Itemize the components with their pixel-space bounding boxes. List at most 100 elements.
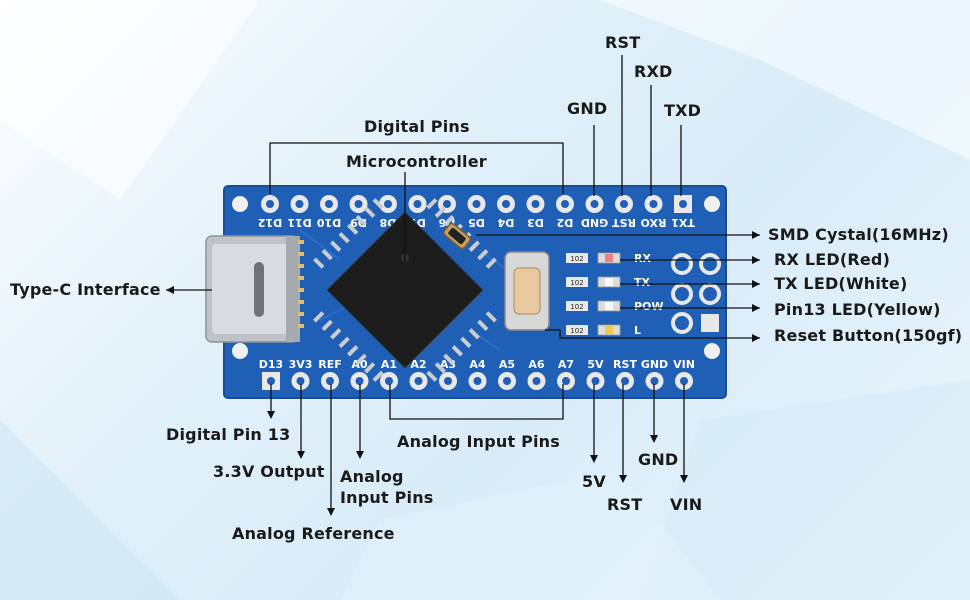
label-pin13-led: Pin13 LED(Yellow)	[774, 300, 941, 319]
bottom-header-pins	[262, 372, 693, 390]
bottom-pin-pad	[586, 372, 605, 390]
label-bottom-vin: VIN	[670, 495, 703, 514]
top-pin-pad	[644, 195, 663, 213]
bottom-pin-pad	[468, 372, 487, 390]
top-pin-label: D11	[287, 216, 311, 229]
label-smd-crystal: SMD Cystal(16MHz)	[768, 225, 949, 244]
bottom-pin-label: A6	[528, 358, 545, 371]
top-pin-pad	[290, 195, 309, 213]
bottom-pin-label: REF	[318, 358, 342, 371]
bottom-pin-label: RST	[613, 358, 637, 371]
label-digital-pins: Digital Pins	[364, 117, 470, 136]
microcontroller-chip	[313, 198, 497, 382]
bottom-pin-label: A1	[381, 358, 397, 371]
top-pin-label: RXO	[641, 216, 667, 229]
label-reset-button: Reset Button(150gf)	[774, 326, 963, 345]
bottom-pin-pad	[350, 372, 369, 390]
label-bottom-gnd: GND	[638, 450, 679, 469]
bottom-pin-pad	[321, 372, 339, 390]
top-pin-pad	[497, 195, 515, 213]
bottom-pin-pad	[262, 372, 280, 390]
icsp-header	[671, 253, 721, 334]
top-pin-label: D4	[497, 216, 514, 229]
top-pin-label: D5	[468, 216, 485, 229]
bottom-pin-pad	[557, 372, 575, 390]
top-pin-label: RST	[612, 216, 636, 229]
label-bottom-rst: RST	[607, 495, 643, 514]
led-rx: 102 RX	[566, 252, 651, 265]
label-top-rst: RST	[605, 33, 641, 52]
label-analog-input-pins-left: Analog Input Pins	[340, 467, 434, 507]
bottom-pin-label: A2	[410, 358, 426, 371]
bottom-pin-label: GND	[641, 358, 668, 371]
label-3v3-output: 3.3V Output	[213, 462, 325, 481]
bottom-pin-pad	[498, 372, 516, 390]
top-pin-pad	[556, 195, 574, 213]
top-pin-pad	[674, 195, 692, 213]
top-pin-pad	[261, 195, 279, 213]
label-microcontroller: Microcontroller	[346, 152, 487, 171]
top-pin-pad	[320, 195, 338, 213]
bottom-pin-label: A0	[351, 358, 368, 371]
smd-crystal	[443, 222, 471, 250]
bottom-pin-pad	[380, 372, 398, 390]
label-analog-input-pins-mid: Analog Input Pins	[397, 432, 561, 451]
top-pin-pad	[408, 195, 427, 213]
top-pin-pad	[467, 195, 486, 213]
led-label: TX	[634, 276, 651, 289]
label-analog-reference: Analog Reference	[232, 524, 395, 543]
bottom-pin-label: VIN	[673, 358, 695, 371]
label-rx-led: RX LED(Red)	[774, 250, 891, 269]
label-digital-pin-13: Digital Pin 13	[166, 425, 291, 444]
bottom-pin-label: D13	[259, 358, 283, 371]
led-code: 102	[570, 255, 583, 263]
label-top-txd: TXD	[664, 101, 702, 120]
top-header-pins	[261, 195, 692, 213]
led-code: 102	[570, 279, 583, 287]
led-label: RX	[634, 252, 651, 265]
label-bottom-5v: 5V	[582, 472, 606, 491]
top-pin-label: GND	[581, 216, 608, 229]
led-label: POW	[634, 300, 664, 313]
top-pin-label: TX1	[671, 216, 695, 229]
top-pin-pad	[349, 195, 368, 213]
led-l: 102 L	[566, 324, 641, 337]
top-pin-pad	[585, 195, 604, 213]
top-pin-pad	[526, 195, 545, 213]
led-code: 102	[570, 303, 583, 311]
callout-lines	[166, 55, 760, 513]
top-pin-label: D12	[258, 216, 282, 229]
usb-type-c-connector	[205, 235, 304, 343]
label-top-rxd: RXD	[634, 62, 673, 81]
top-pin-label: D3	[527, 216, 544, 229]
bottom-pin-pad	[616, 372, 634, 390]
top-pin-label: D2	[557, 216, 574, 229]
top-pin-label: D9	[350, 216, 367, 229]
bottom-pin-label: 3V3	[289, 358, 313, 371]
label-top-gnd: GND	[567, 99, 608, 118]
bottom-pin-label: A5	[499, 358, 515, 371]
label-tx-led: TX LED(White)	[774, 274, 908, 293]
top-pin-labels: D12D11D10D9D8D7D6D5D4D3D2GNDRSTRXOTX1	[258, 216, 695, 229]
bottom-pin-label: 5V	[587, 358, 604, 371]
led-tx: 102 TX	[566, 276, 651, 289]
bottom-pin-pad	[675, 372, 693, 390]
label-type-c-interface: Type-C Interface	[10, 280, 161, 299]
bottom-pin-pad	[645, 372, 664, 390]
bottom-pin-pad	[409, 372, 428, 390]
callout-arrows	[166, 231, 760, 516]
reset-button	[504, 251, 550, 331]
bottom-pin-pad	[527, 372, 546, 390]
led-pow: 102 POW	[566, 300, 664, 313]
led-code: 102	[570, 327, 583, 335]
bottom-pin-label: A4	[469, 358, 486, 371]
top-pin-pad	[379, 195, 397, 213]
bottom-pin-pad	[291, 372, 310, 390]
bottom-pin-pad	[439, 372, 457, 390]
led-label: L	[634, 324, 641, 337]
top-pin-label: D10	[316, 216, 341, 229]
top-pin-pad	[615, 195, 633, 213]
